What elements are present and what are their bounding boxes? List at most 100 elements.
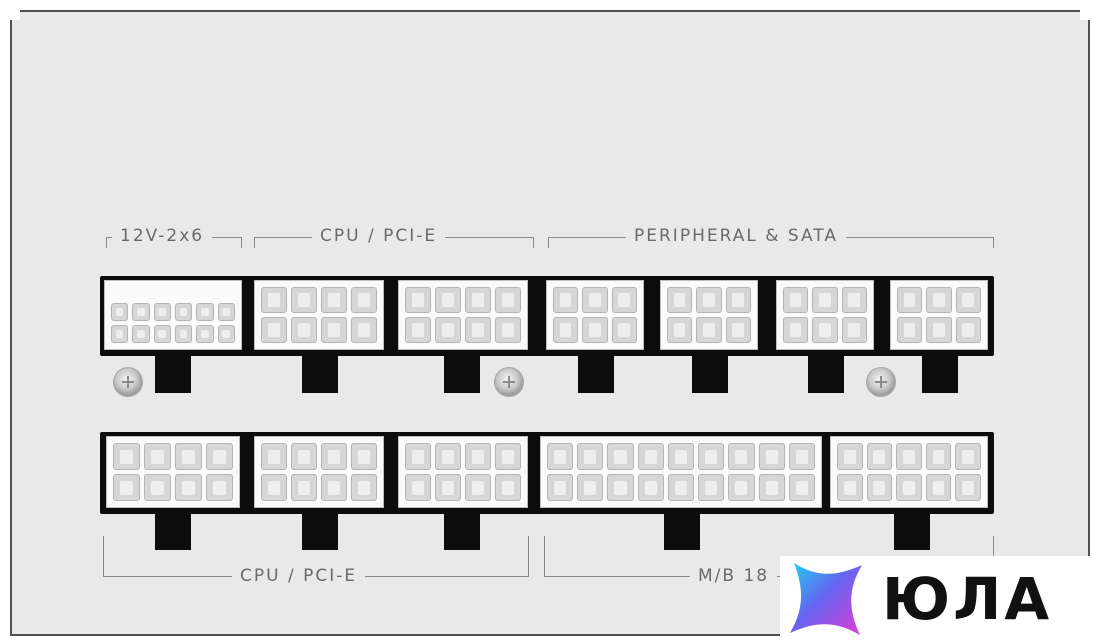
pin (144, 443, 171, 470)
pin (607, 474, 634, 501)
latch (578, 355, 614, 393)
pin (728, 474, 755, 501)
pin (435, 317, 461, 343)
pin (582, 287, 608, 313)
latch (444, 355, 480, 393)
pin (758, 443, 785, 470)
pin (261, 317, 287, 343)
pin (788, 474, 815, 501)
latch (155, 355, 191, 393)
pin (206, 474, 233, 501)
connector-cpu-pcie-8pin[interactable] (254, 280, 384, 350)
connector-12v-2x6[interactable] (104, 280, 242, 350)
pin (153, 303, 171, 321)
pin (783, 317, 809, 343)
pin (812, 287, 838, 313)
label-mb: M/B 18 (690, 566, 778, 586)
pin (725, 287, 751, 313)
screw-icon (113, 367, 143, 397)
corner-notch (10, 10, 20, 20)
pin (667, 443, 695, 470)
pin (465, 317, 491, 343)
pin (321, 474, 347, 501)
pin (291, 287, 317, 313)
screw-icon (494, 367, 524, 397)
connector-cpu-pcie-8pin[interactable] (398, 436, 528, 508)
pin (955, 474, 981, 501)
pin (206, 443, 233, 470)
pin (812, 317, 838, 343)
pin (351, 317, 377, 343)
pin (111, 325, 129, 343)
latch (808, 355, 844, 393)
pin (553, 317, 579, 343)
pin (495, 287, 521, 313)
pin (495, 317, 521, 343)
pin (405, 317, 431, 343)
pin (435, 443, 461, 470)
pin (321, 443, 347, 470)
connector-cpu-pcie-8pin[interactable] (398, 280, 528, 350)
pin (217, 303, 235, 321)
pin (837, 443, 863, 470)
pin (291, 443, 317, 470)
pin (841, 287, 867, 313)
latch (302, 355, 338, 393)
latch (444, 512, 480, 550)
pin (175, 474, 202, 501)
pin (725, 317, 751, 343)
label-cpu-pcie-top: CPU / PCI-E (312, 226, 446, 246)
connector-mb-10pin[interactable] (830, 436, 988, 508)
pin (175, 325, 193, 343)
connector-cpu-pcie-8pin[interactable] (254, 436, 384, 508)
connector-peripheral-6pin[interactable] (890, 280, 988, 350)
corner-notch (1080, 10, 1090, 20)
connector-cpu-pcie-8pin[interactable] (106, 436, 240, 508)
pin (667, 287, 693, 313)
pin (788, 443, 815, 470)
pin (321, 287, 347, 313)
pin (897, 317, 923, 343)
connector-peripheral-6pin[interactable] (776, 280, 874, 350)
pin (175, 443, 202, 470)
label-12v-2x6: 12V-2x6 (112, 226, 213, 246)
latch (664, 512, 700, 550)
pin (196, 303, 214, 321)
pin (577, 443, 604, 470)
pin (783, 287, 809, 313)
yula-logo-text: ЮЛА (882, 565, 1053, 633)
pin (841, 317, 867, 343)
pin (547, 443, 574, 470)
connector-peripheral-6pin[interactable] (660, 280, 758, 350)
pin (547, 474, 574, 501)
label-cpu-pcie-bottom: CPU / PCI-E (232, 566, 366, 586)
pin (113, 443, 140, 470)
pin (291, 474, 317, 501)
latch (894, 512, 930, 550)
pin (897, 287, 923, 313)
pin (866, 443, 893, 470)
pin (582, 317, 608, 343)
pin (435, 474, 461, 501)
pin (465, 474, 491, 501)
pin (926, 317, 952, 343)
pin (611, 287, 637, 313)
pin (261, 287, 287, 313)
pin (435, 287, 461, 313)
pin (351, 443, 377, 470)
pin (132, 303, 150, 321)
pin (261, 443, 287, 470)
pin (607, 443, 634, 470)
pin (351, 474, 377, 501)
pin (577, 474, 604, 501)
pin (132, 325, 150, 343)
yula-logo-icon (790, 563, 862, 635)
pin (351, 287, 377, 313)
latch (922, 355, 958, 393)
pin (955, 287, 981, 313)
connector-mb-18pin[interactable] (540, 436, 822, 508)
pin (698, 443, 725, 470)
connector-peripheral-6pin[interactable] (546, 280, 644, 350)
pin (495, 443, 521, 470)
pin (637, 474, 664, 501)
